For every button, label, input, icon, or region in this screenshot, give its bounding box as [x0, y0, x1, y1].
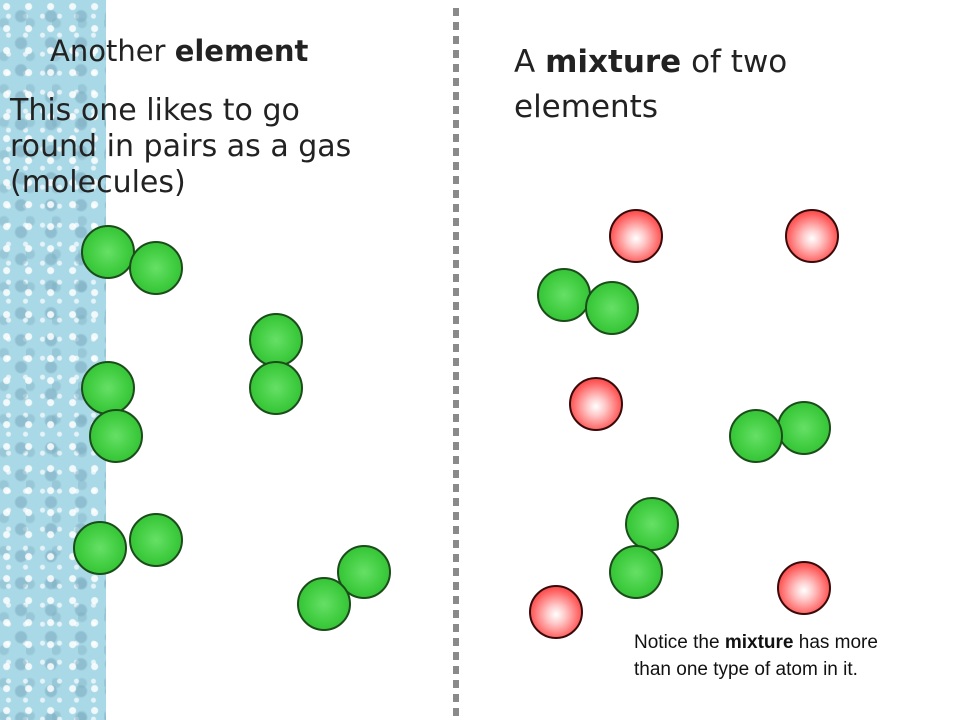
notice-bold: mixture — [724, 632, 794, 653]
right-heading-bold: mixture — [545, 44, 682, 80]
green-atom — [249, 361, 303, 415]
left-description-line: (molecules) — [10, 165, 186, 200]
dashed-divider — [453, 8, 459, 720]
green-atom — [73, 521, 127, 575]
green-atom — [129, 513, 183, 567]
left-heading-prefix: Another — [50, 34, 166, 68]
green-atom — [729, 409, 783, 463]
red-atom — [785, 209, 839, 263]
notice-suffix: has more than one type of atom in it. — [634, 632, 878, 680]
left-description: This one likes to go round in pairs as a… — [10, 88, 351, 205]
left-description-line: This one likes to go — [10, 93, 300, 128]
green-atom — [129, 241, 183, 295]
red-atom — [777, 561, 831, 615]
right-heading-line2: elements — [514, 88, 658, 125]
left-heading-bold: element — [174, 34, 309, 68]
left-heading: Another element — [50, 34, 308, 70]
left-description-line: round in pairs as a gas — [10, 129, 352, 164]
red-atom — [609, 209, 663, 263]
red-atom — [569, 377, 623, 431]
green-atom — [609, 545, 663, 599]
notice-text: Notice the mixture has more than one typ… — [634, 630, 894, 684]
green-atom — [777, 401, 831, 455]
right-heading-suffix: of two — [691, 44, 788, 80]
green-atom — [585, 281, 639, 335]
red-atom — [529, 585, 583, 639]
green-atom — [297, 577, 351, 631]
water-droplet-background — [0, 0, 106, 720]
notice-prefix: Notice the — [634, 632, 720, 653]
green-atom — [537, 268, 591, 322]
green-atom — [89, 409, 143, 463]
right-heading: A mixture of two elements — [514, 40, 787, 130]
green-atom — [81, 225, 135, 279]
green-atom — [81, 361, 135, 415]
green-atom — [625, 497, 679, 551]
right-heading-prefix: A — [514, 44, 536, 80]
green-atom — [249, 313, 303, 367]
